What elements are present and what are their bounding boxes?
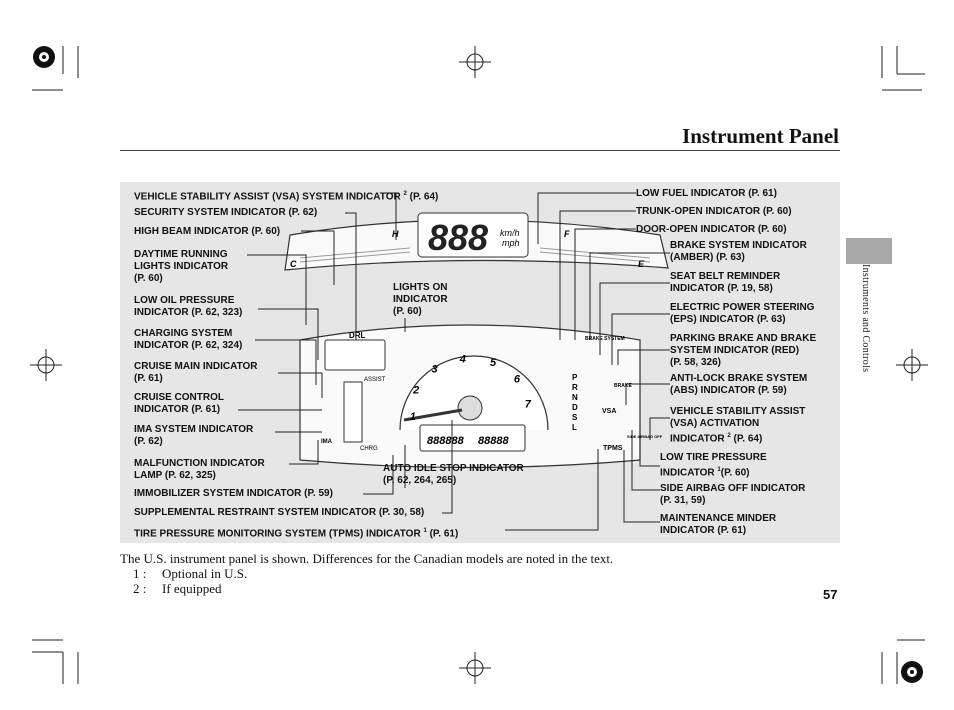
footnote-mark: 1 — [717, 467, 721, 473]
tach-number: 4 — [459, 353, 466, 365]
tach-numbers: 1 2 3 4 5 67 — [410, 353, 532, 422]
label-high-beam: HIGH BEAM INDICATOR (P. 60) — [134, 226, 281, 237]
title-rule — [120, 150, 840, 151]
assist-label: ASSIST — [364, 377, 386, 383]
label-eps: ELECTRIC POWER STEERING(EPS) INDICATOR (… — [670, 302, 815, 325]
page-title: Instrument Panel — [682, 124, 839, 148]
gear-letter: S — [572, 413, 578, 422]
label-low-fuel: LOW FUEL INDICATOR (P. 61) — [636, 188, 777, 199]
airbag-off-tag: SIDE AIRBAG OFF — [627, 434, 663, 439]
label-trunk: TRUNK-OPEN INDICATOR (P. 60) — [636, 206, 792, 217]
section-tab — [846, 238, 892, 264]
label-low-tire: LOW TIRE PRESSURE INDICATOR 1(P. 60) — [660, 452, 767, 479]
label-cruise-main: CRUISE MAIN INDICATOR(P. 61) — [134, 361, 258, 384]
trip-readout: 88888 — [478, 435, 509, 447]
label-security: SECURITY SYSTEM INDICATOR (P. 62) — [134, 207, 318, 218]
tach-number: 5 — [490, 357, 497, 369]
vsa-tag: VSA — [602, 408, 616, 415]
label-vsa-activation: VEHICLE STABILITY ASSIST(VSA) ACTIVATION… — [670, 406, 806, 445]
label-tpms: TIRE PRESSURE MONITORING SYSTEM (TPMS) I… — [134, 528, 459, 540]
fuel-empty-mark: E — [638, 259, 645, 269]
label-airbag-off: SIDE AIRBAG OFF INDICATOR(P. 31, 59) — [660, 483, 806, 506]
footnote-mark: 2 — [403, 191, 407, 197]
label-immobilizer: IMMOBILIZER SYSTEM INDICATOR (P. 59) — [134, 488, 333, 499]
figure-caption: The U.S. instrument panel is shown. Diff… — [120, 551, 614, 566]
footnote-1-text: Optional in U.S. — [162, 566, 248, 581]
ima-tag: IMA — [321, 439, 333, 445]
footnote-mark: 2 — [727, 433, 731, 439]
label-abs: ANTI-LOCK BRAKE SYSTEM(ABS) INDICATOR (P… — [670, 373, 808, 396]
gear-letter: L — [572, 423, 577, 432]
drl-tag: DRL — [349, 331, 366, 340]
speed-unit-kmh: km/h — [500, 228, 520, 238]
temp-cold-mark: C — [290, 259, 297, 269]
speed-readout: 888 — [428, 217, 488, 258]
label-brake-amber: BRAKE SYSTEM INDICATOR(AMBER) (P. 63) — [670, 240, 807, 263]
gear-letter: P — [572, 373, 578, 382]
registration-target-icon — [901, 661, 923, 683]
footnote-1-key: 1 : — [133, 566, 147, 581]
charge-label: CHRG — [360, 446, 378, 452]
gear-letter: N — [572, 393, 578, 402]
label-vsa-system: VEHICLE STABILITY ASSIST (VSA) SYSTEM IN… — [134, 191, 439, 203]
brake-tag: BRAKE — [614, 383, 632, 389]
footnote-mark: 1 — [423, 528, 427, 534]
page-number: 57 — [823, 587, 838, 602]
tpms-tag: TPMS — [603, 445, 623, 452]
tach-number: 7 — [525, 398, 532, 410]
brake-system-tag: BRAKE SYSTEM — [585, 336, 625, 342]
label-srs: SUPPLEMENTAL RESTRAINT SYSTEM INDICATOR … — [134, 507, 425, 518]
label-ima: IMA SYSTEM INDICATOR(P. 62) — [134, 424, 254, 447]
speed-unit-mph: mph — [502, 238, 520, 248]
tach-number: 6 — [514, 374, 521, 386]
footnote-2-text: If equipped — [162, 581, 222, 596]
gear-letter: R — [572, 383, 578, 392]
label-door: DOOR-OPEN INDICATOR (P. 60) — [636, 224, 787, 235]
footnote-2-key: 2 : — [133, 581, 147, 596]
tach-number: 2 — [412, 385, 419, 397]
odometer-readout: 888888 — [427, 435, 465, 447]
section-tab-label: Instruments and Controls — [860, 264, 871, 373]
label-auto-idle: AUTO IDLE STOP INDICATOR(P. 62, 264, 265… — [383, 463, 524, 486]
registration-target-icon — [33, 46, 55, 68]
tach-number: 1 — [410, 411, 416, 423]
fuel-full-mark: F — [564, 229, 570, 239]
tach-number: 3 — [432, 364, 438, 376]
gear-letter: D — [572, 403, 578, 412]
